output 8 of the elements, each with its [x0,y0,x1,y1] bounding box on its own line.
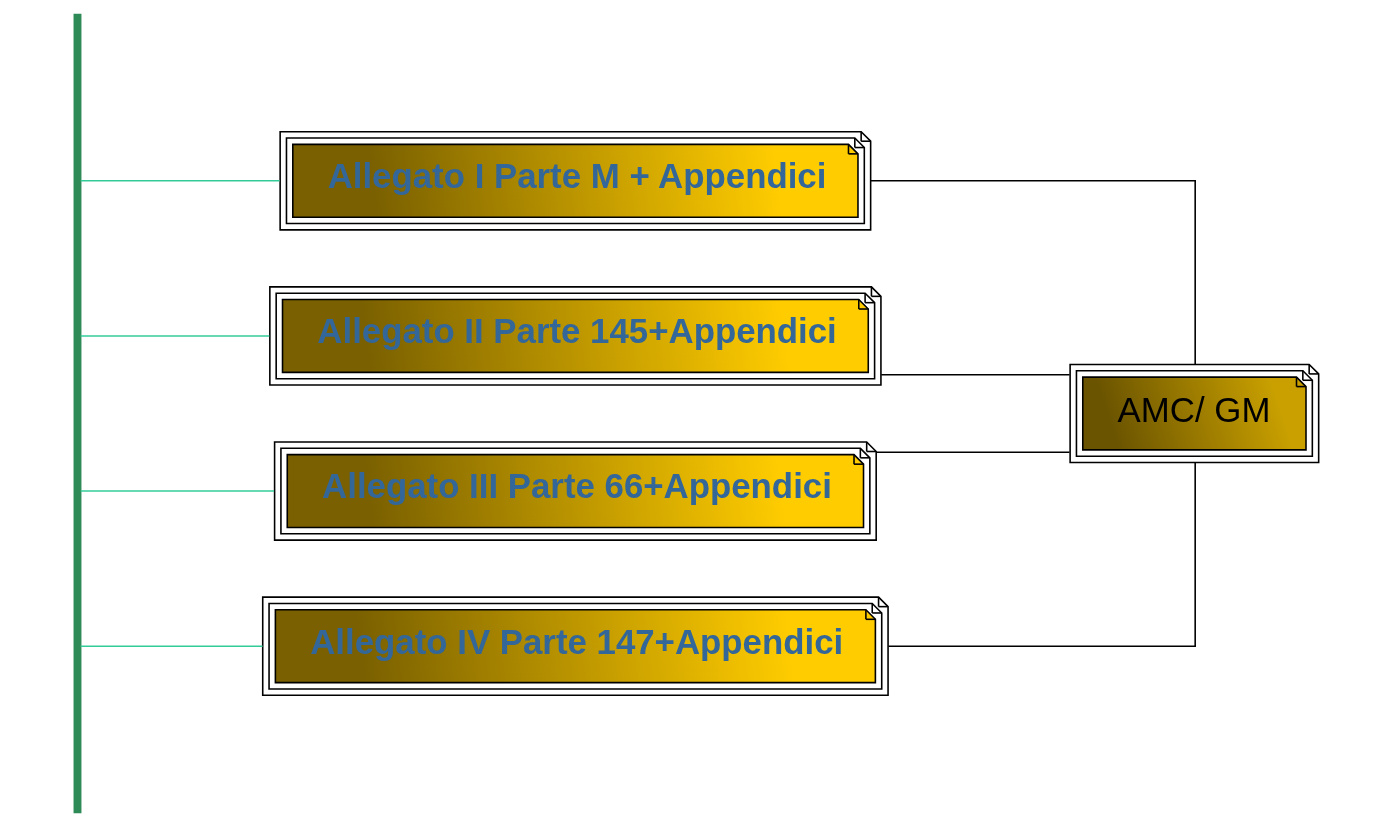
connector [79,180,281,182]
connector [79,645,264,647]
connector [875,451,1071,454]
connector [887,462,1196,647]
connector [880,373,1071,376]
connector [79,335,271,337]
node-bar [73,13,82,814]
connector [79,490,275,492]
